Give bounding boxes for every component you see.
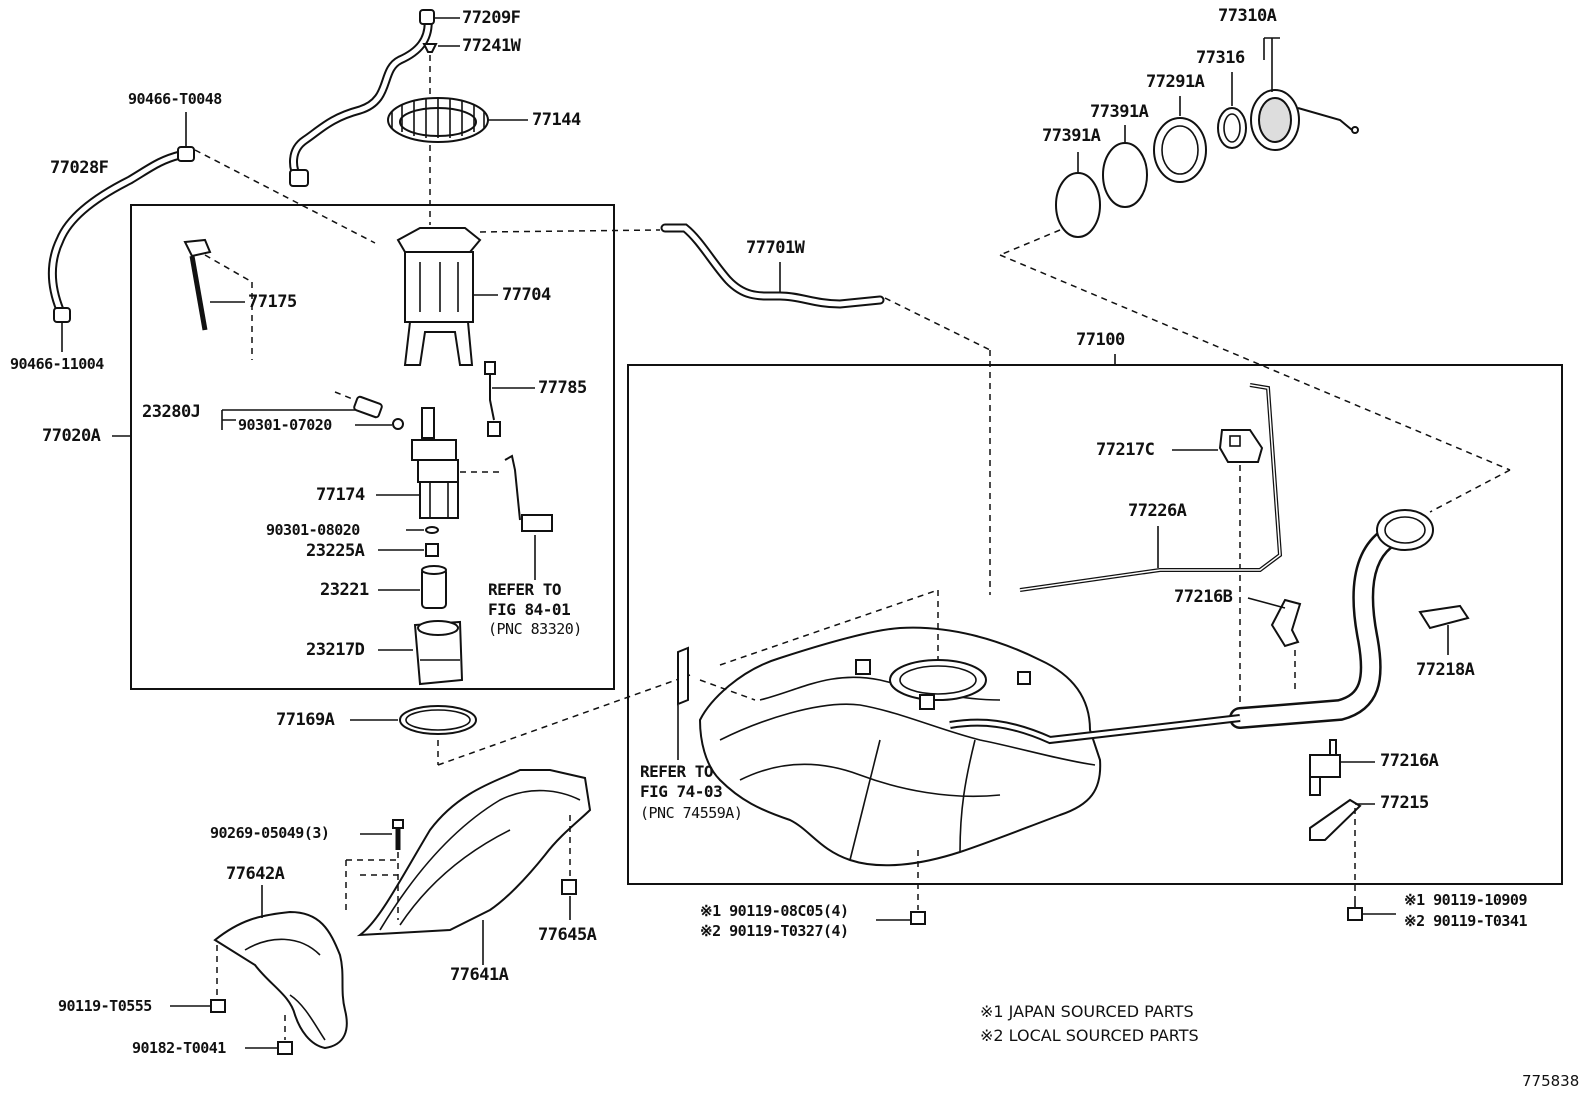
pump-23221-drawing (421, 565, 447, 609)
part-label-77316: 77316 (1196, 48, 1245, 68)
fuel-cap-77310A-drawing (1250, 89, 1359, 151)
reference-fig74-line2: FIG 74-03 (640, 782, 723, 801)
filler-pipe-drawing (1229, 509, 1434, 729)
part-label-77217C: 77217C (1096, 440, 1155, 460)
part-label-90119-10909: ※1 90119-10909 (1404, 891, 1527, 909)
part-label-23221: 23221 (320, 580, 369, 600)
note-japan-sourced: ※1 JAPAN SOURCED PARTS (980, 1002, 1194, 1021)
part-label-90119-T0341: ※2 90119-T0341 (1404, 912, 1527, 930)
float-arm-drawing (504, 454, 553, 532)
part-label-90119-T0327: ※2 90119-T0327(4) (700, 922, 849, 940)
reference-fig74-line1: REFER TO (640, 762, 714, 781)
clamp-77216B-drawing (1270, 598, 1302, 648)
part-label-77218A: 77218A (1416, 660, 1475, 680)
reference-fig74-line3: (PNC 74559A) (640, 804, 743, 822)
sender-77175-drawing (183, 238, 212, 331)
part-label-90182-T0041: 90182-T0041 (132, 1039, 226, 1057)
protector-77642A-drawing (213, 910, 348, 1050)
part-label-77785: 77785 (538, 378, 587, 398)
part-label-90301-08020: 90301-08020 (266, 521, 360, 539)
clamp-77216A-drawing (1309, 739, 1341, 796)
gasket-77316-drawing (1217, 107, 1247, 149)
pump-body-77174-drawing (411, 407, 459, 519)
reference-fig84-line1: REFER TO (488, 580, 562, 599)
reference-fig84-line2: FIG 84-01 (488, 600, 571, 619)
part-label-77028F: 77028F (50, 158, 109, 178)
part-label-77169A: 77169A (276, 710, 335, 730)
nut-90182-T0041-drawing (277, 1041, 293, 1055)
clamp-77217C-drawing (1218, 429, 1264, 463)
bracket-77215-drawing (1309, 798, 1362, 841)
hose-77209F-drawing (289, 9, 435, 187)
pump-module-77704-drawing (396, 227, 482, 366)
clip-77241W-drawing (422, 43, 438, 53)
part-label-77216B: 77216B (1174, 587, 1233, 607)
note-local-sourced: ※2 LOCAL SOURCED PARTS (980, 1026, 1199, 1045)
label-plate-74559A-drawing (677, 646, 689, 706)
part-label-77391A: 77391A (1042, 126, 1101, 146)
part-label-77391A: 77391A (1090, 102, 1149, 122)
oring-90301-08020-drawing (425, 526, 439, 534)
gasket-77169A-drawing (399, 705, 477, 735)
part-label-77144: 77144 (532, 110, 581, 130)
part-label-77175: 77175 (248, 292, 297, 312)
seal-77391A-b-drawing (1055, 172, 1101, 238)
part-label-90269-05049: 90269-05049(3) (210, 824, 330, 842)
filter-23280J-drawing (334, 391, 404, 430)
part-label-77645A: 77645A (538, 925, 597, 945)
part-label-90466-11004: 90466-11004 (10, 355, 104, 373)
part-label-77704: 77704 (502, 285, 551, 305)
part-label-77291A: 77291A (1146, 72, 1205, 92)
ring-77291A-drawing (1153, 117, 1207, 183)
part-label-90119-08C05: ※1 90119-08C05(4) (700, 902, 849, 920)
pump-assembly-group-box (130, 204, 615, 690)
part-label-23225A: 23225A (306, 541, 365, 561)
nut-77645A-drawing (561, 879, 577, 895)
bolt-90119-T0555-drawing (210, 999, 226, 1013)
filter-23217D-drawing (413, 620, 464, 686)
part-label-77310A: 77310A (1218, 6, 1277, 26)
part-label-77642A: 77642A (226, 864, 285, 884)
bolt-90269-05049-drawing (392, 819, 404, 850)
part-label-77226A: 77226A (1128, 501, 1187, 521)
part-label-77641A: 77641A (450, 965, 509, 985)
harness-77785-drawing (484, 361, 501, 437)
tube-77701W-drawing (660, 223, 885, 309)
figure-id: 775838 (1522, 1072, 1580, 1090)
part-label-77215: 77215 (1380, 793, 1429, 813)
protector-77641A-drawing (356, 769, 592, 937)
part-label-77701W: 77701W (746, 238, 805, 258)
part-label-23280J: 23280J (142, 402, 201, 422)
guard-77218A-drawing (1418, 604, 1470, 630)
reference-fig84-line3: (PNC 83320) (488, 620, 582, 638)
part-label-77020A: 77020A (42, 426, 101, 446)
seal-77391A-a-drawing (1102, 142, 1148, 208)
part-label-77216A: 77216A (1380, 751, 1439, 771)
cushion-23225A-drawing (425, 543, 439, 557)
bolt-90119-08C05-drawing (910, 911, 926, 925)
fuel-tank-77100-drawing (698, 626, 1241, 867)
part-label-77100: 77100 (1076, 330, 1125, 350)
part-label-77209F: 77209F (462, 8, 521, 28)
part-label-90301-07020: 90301-07020 (238, 416, 332, 434)
part-label-90119-T0555: 90119-T0555 (58, 997, 152, 1015)
part-label-77174: 77174 (316, 485, 365, 505)
part-label-77241W: 77241W (462, 36, 521, 56)
bolt-90119-10909-drawing (1347, 900, 1363, 921)
hose-77028F-drawing (47, 146, 195, 323)
part-label-90466-T0048: 90466-T0048 (128, 90, 222, 108)
part-label-23217D: 23217D (306, 640, 365, 660)
fuel-tank-group-box (627, 364, 1563, 885)
retainer-ring-77144-drawing (387, 97, 489, 143)
